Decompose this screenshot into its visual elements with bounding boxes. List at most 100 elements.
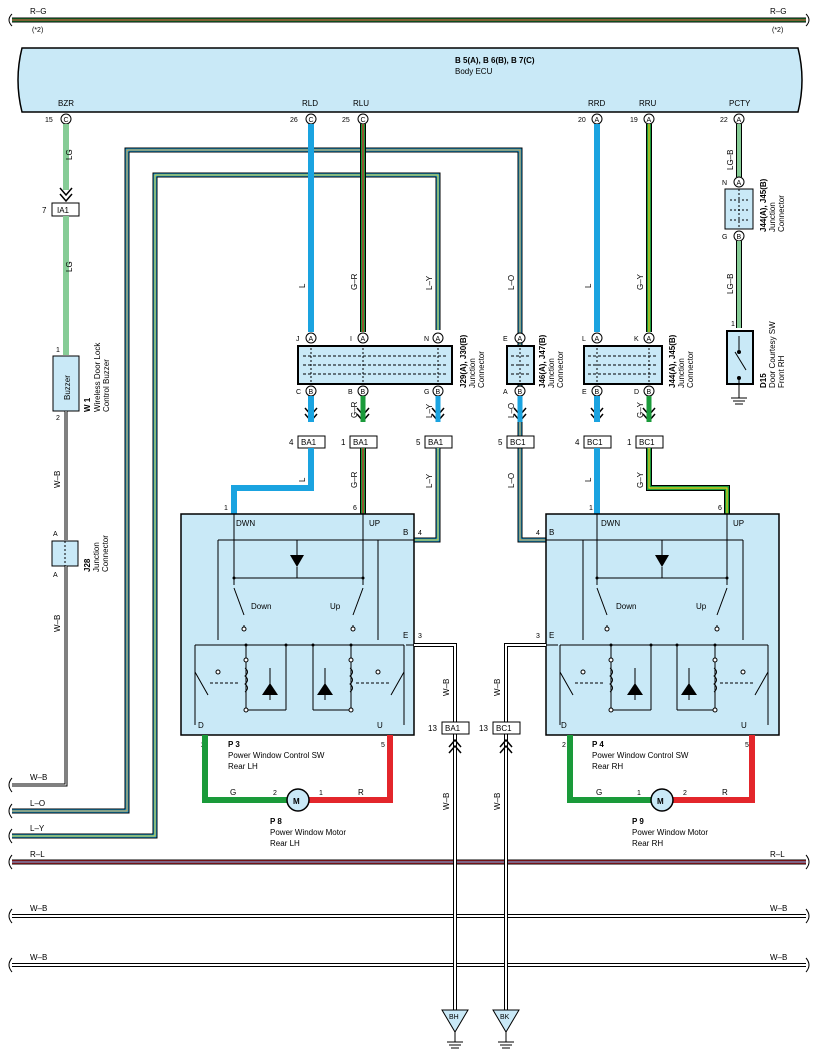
j46-desc1: Junction [547,358,556,388]
conn-bc1-b: BC1 [587,438,603,447]
j44r-desc1: Junction [677,358,686,388]
p4-pin-e: 3 [536,633,540,640]
ecu-pin-pcty: PCTY [729,99,751,108]
p3-code: P 3 [228,740,240,749]
ecu-pin-rlu: RLU [353,99,369,108]
j46-top-a: A [518,336,523,343]
wire-label-l4: L [584,477,593,482]
bus-label-wb2-right: W–B [770,953,787,962]
wire-label-lgb2: LG–B [726,274,735,294]
conn-bc1-e-num: 13 [479,724,488,733]
conn-bc1-c-num: 1 [627,438,632,447]
p8-desc2: Rear LH [270,839,300,848]
wire-label-l3: L [584,283,593,288]
p4-pin-u: 5 [745,742,749,749]
p4-label-u: U [741,721,747,730]
p3-label-up2: Up [330,602,341,611]
j44p-desc2: Connector [777,195,786,232]
wire-label-gy-j: G–Y [636,401,645,418]
wire-label-gy1: G–Y [636,273,645,290]
j44-junction: L A K A E B D B J44(A), J45(B) Junction … [582,332,695,397]
p9-code: P 9 [632,817,644,826]
lower-wires: G–R L–Y L–O G–Y BA1 4 BA1 1 BA1 5 BC1 5 … [231,396,730,543]
wire-label-wb-e2b: W–B [493,793,502,810]
p4-code: P 4 [592,740,604,749]
j29-top-a3: A [436,336,441,343]
wire-label-r-right: R [722,788,728,797]
j28-desc1: Junction [92,542,101,572]
p3-desc2: Rear LH [228,762,258,771]
wire-label-lo-j: L–O [507,403,516,418]
motor-p8: 2 5 G R M 2 1 P 8 Power Window Motor Rea… [201,735,393,848]
ecu-pin-rru: RRU [639,99,657,108]
p3-pin-up: 6 [353,505,357,512]
j44r-bot-b2: B [647,389,652,396]
ground-bk: BK [492,1009,520,1049]
buzzer-pin2: 2 [56,415,60,422]
j44p-code: J44(A), J45(B) [759,178,768,232]
ecu-num-rld: 26 [290,117,298,124]
j44r-desc2: Connector [686,351,695,388]
ecu-pin-terminals: C C C A A A 15 26 25 20 19 22 [45,113,745,125]
j29-bot-c: C [296,389,301,396]
p4-label-b: B [549,528,554,537]
p3-label-up: UP [369,519,380,528]
ground-bh-label: BH [449,1014,459,1021]
p3-label-d: D [198,721,204,730]
conn-ba1-a: BA1 [301,438,317,447]
wire-label-ly1: L–Y [425,275,434,290]
j46-desc2: Connector [556,351,565,388]
ecu-pin-rrd: RRD [588,99,606,108]
ecu-codes: B 5(A), B 6(B), B 7(C) [455,56,535,65]
j29-junction: J A I A N A C B B B G B J29(A), J30(B) J… [296,332,486,397]
p9-pin-l: 1 [637,790,641,797]
wire-label-gr1: G–R [350,273,359,290]
j44r-bot-b1: B [595,389,600,396]
j29-desc1: Junction [468,358,477,388]
ecu-conn-bzr: C [64,117,69,124]
body-ecu: B 5(A), B 6(B), B 7(C) Body ECU BZR RLD … [17,47,803,125]
j28-desc2: Connector [101,535,110,572]
j46-bot-a: A [503,389,508,396]
j44p-a: A [737,180,742,187]
j44r-bot-e: E [582,389,587,396]
motor-p9: 2 5 G R M 1 2 P 9 Power Window Motor Rea… [562,735,755,848]
j44r-code: J44(A), J45(B) [668,334,677,388]
p4-label-up2: Up [696,602,707,611]
p3-label-down: Down [251,602,271,611]
ecu-num-rrd: 20 [578,117,586,124]
switch-ground-wires: W–B W–B BA1 13 BC1 13 W–B W–B [414,643,546,1010]
j28-a-top: A [53,531,58,538]
ecu-pin-bzr: BZR [58,99,74,108]
bus-label-rl-left: R–L [30,850,45,859]
wire-label-wb2: W–B [53,615,62,632]
pcty-circuit: A N B G J44(A), J45(B) Junction Connecto… [722,176,786,405]
conn-ba1-e-num: 13 [428,724,437,733]
buzzer-pin1: 1 [56,347,60,354]
wire-label-lg2: LG [65,261,74,272]
j44r-bot-d: D [634,389,639,396]
ecu-num-bzr: 15 [45,117,53,124]
j29-bot-b1: B [309,389,314,396]
p3-pin-u: 5 [381,742,385,749]
j44r-top-k: K [634,336,639,343]
j44r-top-a2: A [647,336,652,343]
p4-label-up: UP [733,519,744,528]
p4-desc2: Rear RH [592,762,623,771]
bus-label-wb-left: W–B [30,773,47,782]
p3-label-u: U [377,721,383,730]
conn-ba1-c: BA1 [428,438,444,447]
wire-label-lgb1: LG–B [726,150,735,170]
buzzer-text: Buzzer [63,375,72,400]
conn-ia1-num: 7 [42,206,47,215]
j29-bot-b3: B [436,389,441,396]
top-bus-label-left: R–G [30,7,46,16]
p3-label-dwn: DWN [236,519,255,528]
p4-label-down: Down [616,602,636,611]
j29-bot-g: G [424,389,429,396]
ecu-conn-pcty: A [737,117,742,124]
top-bus-label-right: R–G [770,7,786,16]
d15-desc2: Front RH [777,355,786,388]
wire-label-gy2: G–Y [636,471,645,488]
